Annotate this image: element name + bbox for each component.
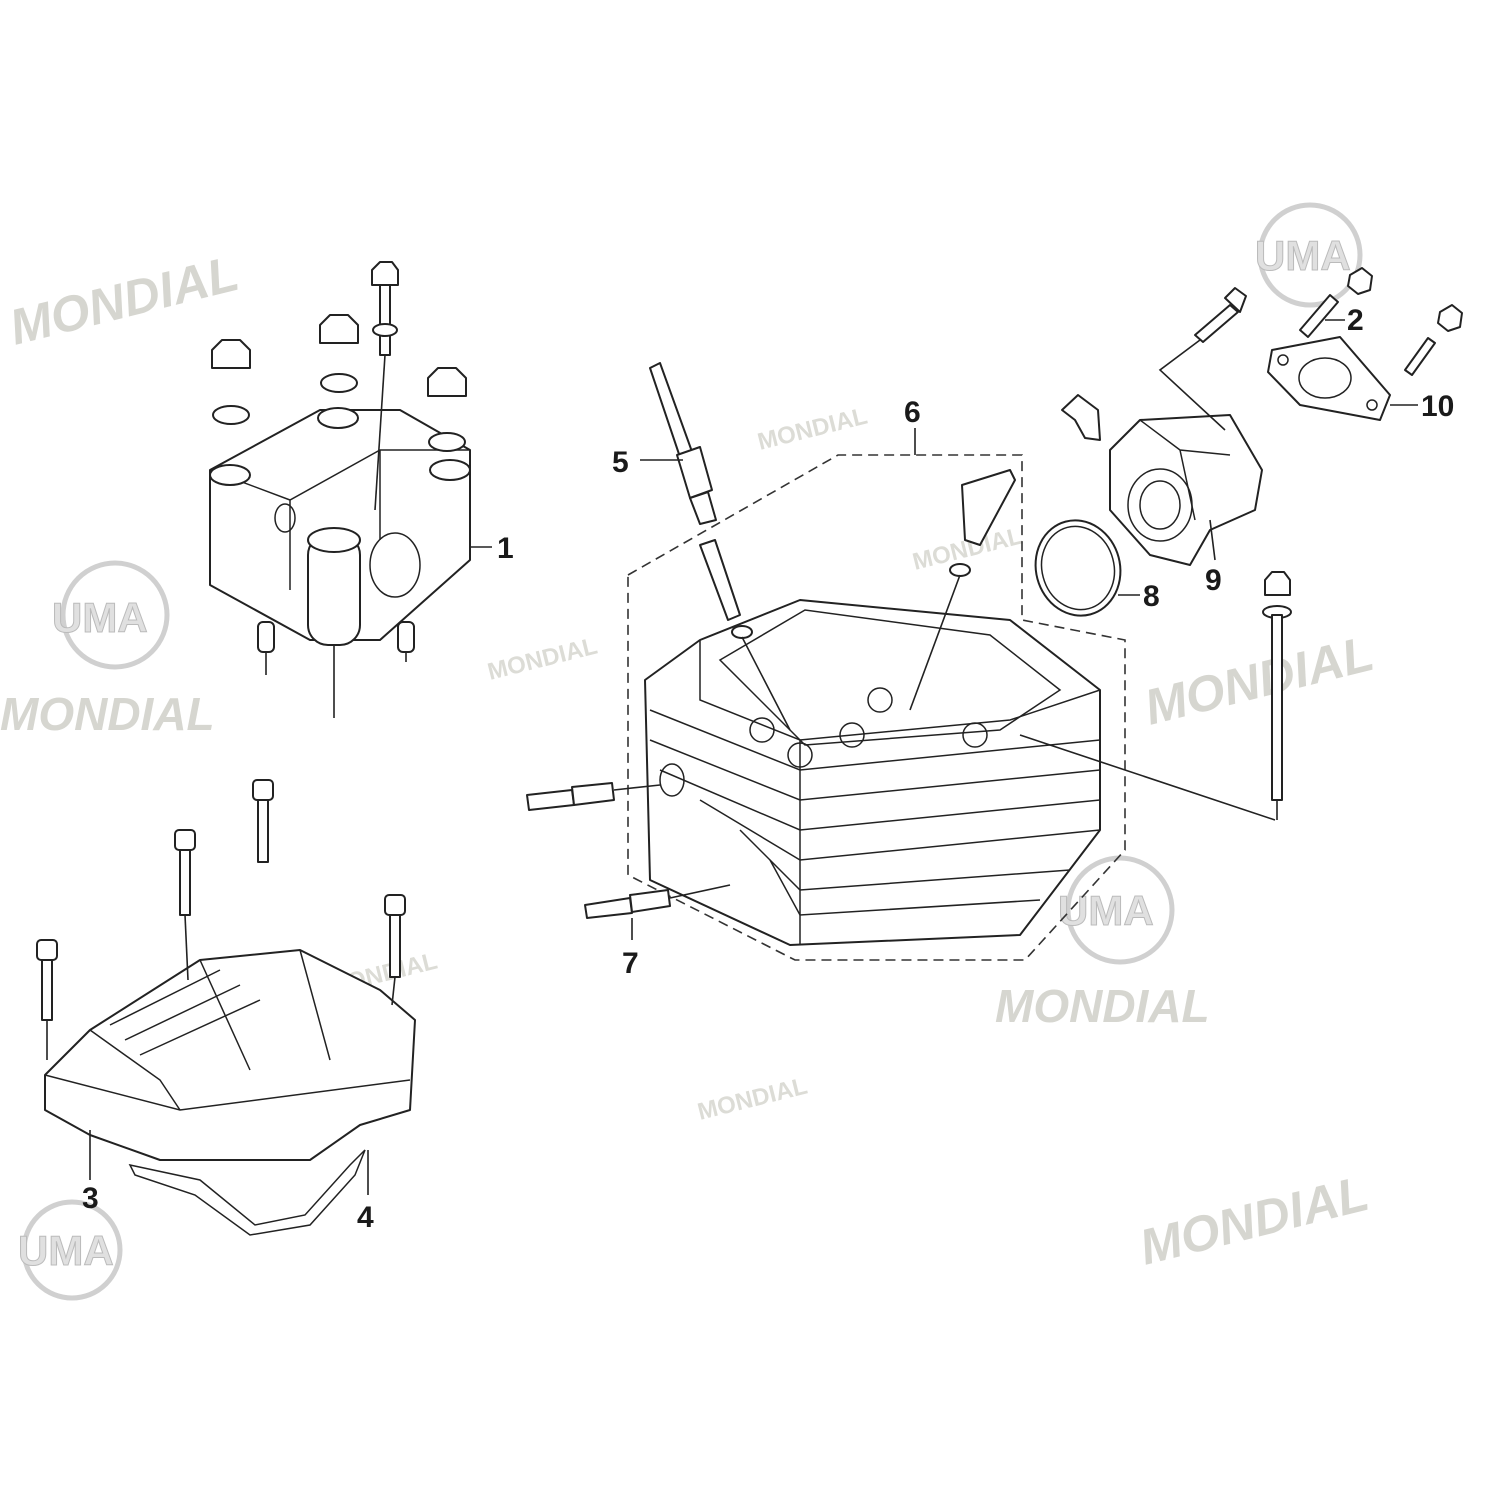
part-head-cover[interactable] xyxy=(36,779,416,1180)
part-stud[interactable] xyxy=(1299,267,1463,376)
cover-bolts xyxy=(36,779,406,1060)
svg-text:UMA: UMA xyxy=(52,594,148,641)
callout-3: 3 xyxy=(82,1182,99,1215)
part-gasket-10[interactable] xyxy=(1267,336,1418,421)
watermark-mondial: MONDIAL xyxy=(1139,625,1379,736)
callout-1: 1 xyxy=(497,532,514,565)
uma-logo: UMA xyxy=(52,560,170,670)
callout-6: 6 xyxy=(904,396,921,429)
part-spark-plug[interactable] xyxy=(640,362,717,525)
watermark-mondial: MONDIAL xyxy=(755,403,870,456)
callout-10: 10 xyxy=(1421,390,1454,423)
svg-text:UMA: UMA xyxy=(1058,887,1154,934)
cooling-fins xyxy=(649,709,1101,945)
uma-logo: UMA xyxy=(18,1199,123,1301)
callout-8: 8 xyxy=(1143,580,1160,613)
bolt xyxy=(371,261,399,511)
watermark-mondial: MONDIAL xyxy=(4,245,244,356)
svg-text:UMA: UMA xyxy=(1255,232,1351,279)
uma-logo: UMA xyxy=(1255,202,1363,308)
callout-7: 7 xyxy=(622,947,639,980)
watermark-mondial: MONDIAL xyxy=(1134,1165,1374,1276)
callout-9: 9 xyxy=(1205,564,1222,597)
part-cylinder-head[interactable] xyxy=(627,428,1292,961)
callout-2: 2 xyxy=(1347,304,1364,337)
callout-4: 4 xyxy=(357,1201,374,1234)
part-rocker-holder[interactable] xyxy=(209,261,492,718)
watermark-mondial: MONDIAL xyxy=(995,980,1210,1032)
part-o-ring[interactable] xyxy=(1025,511,1140,625)
uma-logo: UMA xyxy=(1058,855,1175,965)
part-intake-manifold[interactable] xyxy=(1061,287,1263,566)
watermark-mondial: MONDIAL xyxy=(485,633,600,686)
nut-washer xyxy=(211,314,467,452)
watermark-mondial: MONDIAL xyxy=(0,688,215,740)
part-stud-7[interactable] xyxy=(526,782,731,940)
valve-guide xyxy=(699,469,1276,821)
svg-text:UMA: UMA xyxy=(18,1227,114,1274)
watermark-mondial: MONDIAL xyxy=(695,1073,810,1126)
callout-5: 5 xyxy=(612,446,629,479)
part-cover-gasket[interactable] xyxy=(128,1149,369,1236)
